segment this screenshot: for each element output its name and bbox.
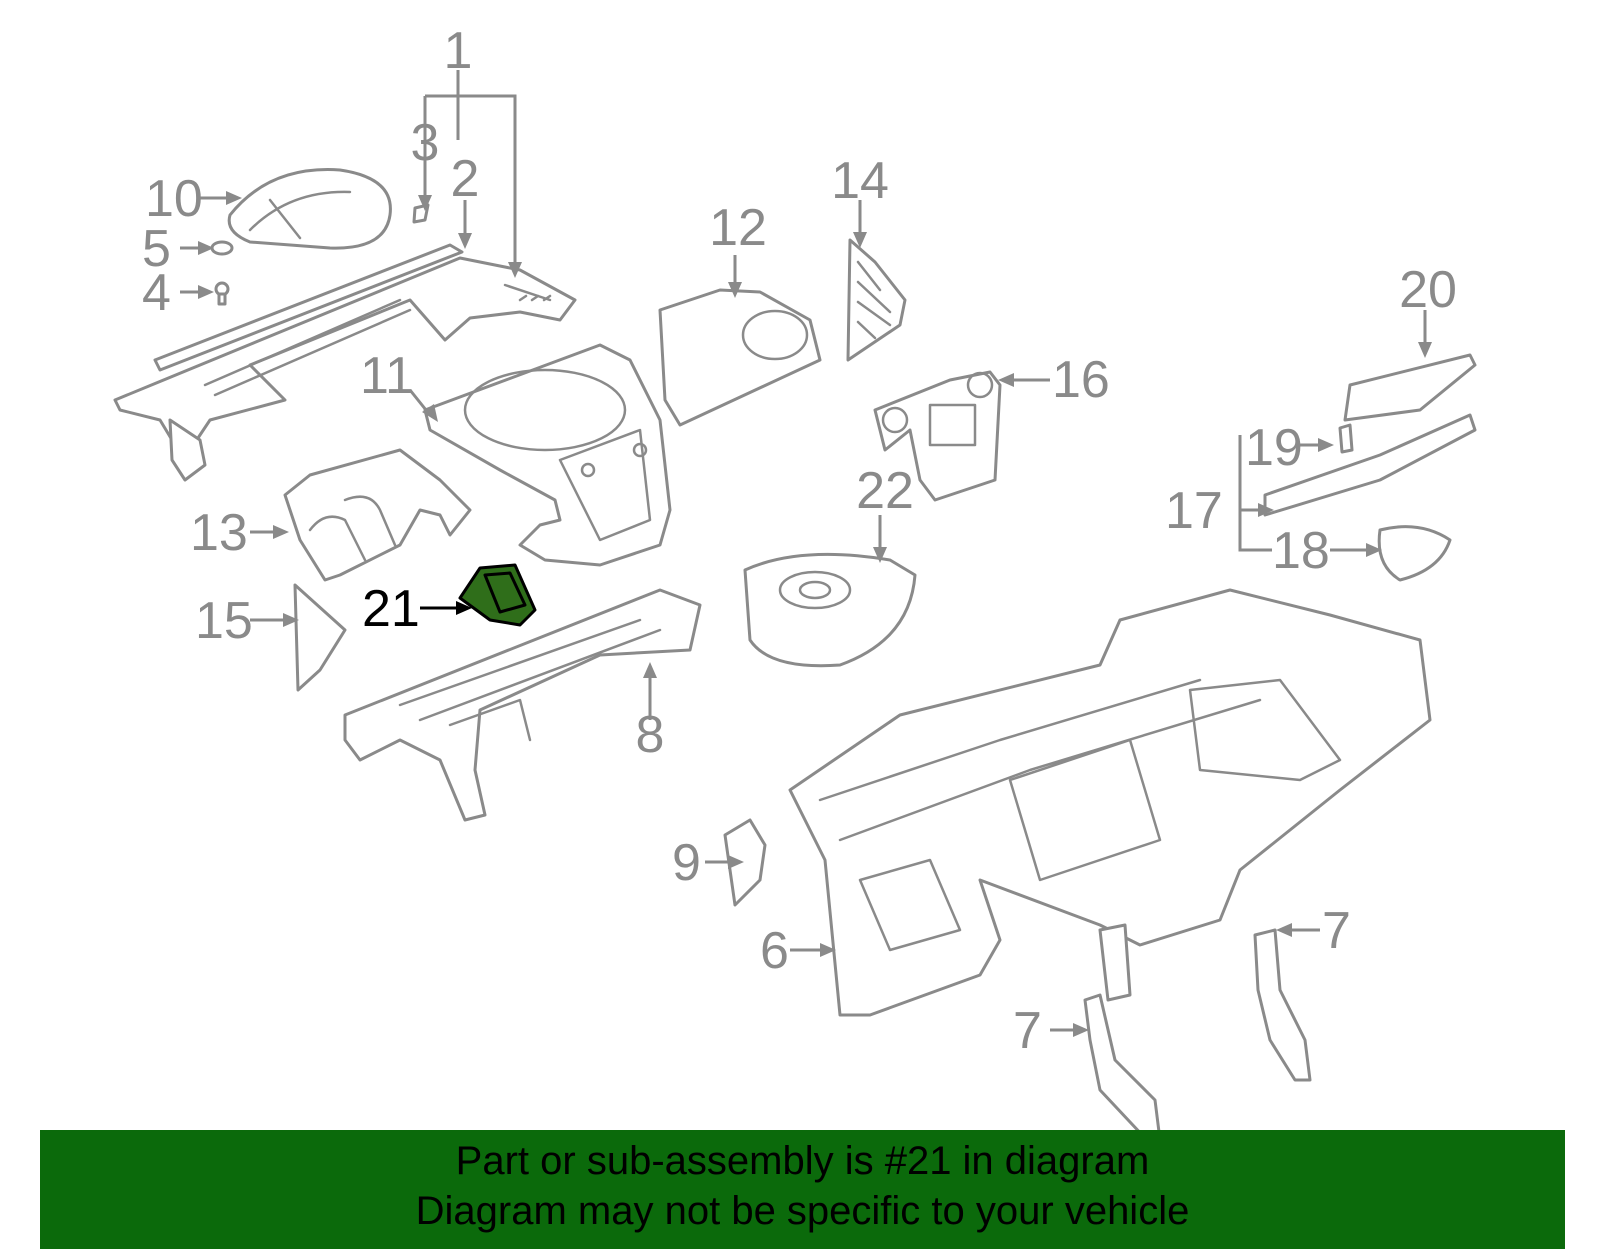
leader-lines [180,70,1432,1037]
part-7b-brace [1253,928,1312,1082]
part-22-airbag [743,552,917,668]
part-14-grille [846,238,907,362]
callout-4: 4 [142,264,171,322]
callout-22: 22 [856,462,914,520]
part-9-bracket [723,818,767,907]
part-4-screw [214,281,230,306]
part-5-nut [210,240,234,256]
part-18 [1377,525,1452,582]
callout-17: 17 [1165,482,1223,540]
part-upper-dash-panel [113,243,577,482]
callout-3: 3 [411,114,440,172]
callout-14: 14 [831,152,889,210]
callout-8: 8 [636,706,665,764]
callout-1: 1 [444,22,473,80]
part-15-end-cap [293,583,347,692]
part-12-panel [658,288,822,427]
callout-2: 2 [451,150,480,208]
part-21-highlighted [458,563,537,627]
part-19 [1338,423,1354,454]
callout-5: 5 [142,220,171,278]
footer-banner: Part or sub-assembly is #21 in diagram D… [40,1130,1565,1249]
callout-20: 20 [1399,261,1457,319]
callout-16: 16 [1052,351,1110,409]
callout-13: 13 [190,504,248,562]
callout-12: 12 [709,199,767,257]
footer-line-2: Diagram may not be specific to your vehi… [415,1189,1190,1233]
callout-11: 11 [360,347,414,405]
callout-18: 18 [1272,522,1330,580]
part-13-cluster-bezel [283,448,472,582]
callout-9: 9 [672,834,701,892]
part-7a-brace [1083,993,1162,1142]
callout-10: 10 [145,170,203,228]
callout-15: 15 [195,592,253,650]
callout-21: 21 [362,580,420,638]
part-20 [1343,353,1477,422]
callout-6: 6 [760,922,789,980]
part-cluster-hood [227,168,392,250]
callout-7-right: 7 [1322,902,1351,960]
footer-line-1: Part or sub-assembly is #21 in diagram [455,1139,1150,1183]
callout-7-lower: 7 [1013,1002,1042,1060]
part-6-carrier [788,588,1432,1017]
part-17 [1263,413,1477,517]
part-instrument-trim [423,343,672,567]
part-16-center-bezel [873,370,1002,502]
part-8-cross-car-beam [343,588,702,822]
callout-19: 19 [1245,419,1303,477]
